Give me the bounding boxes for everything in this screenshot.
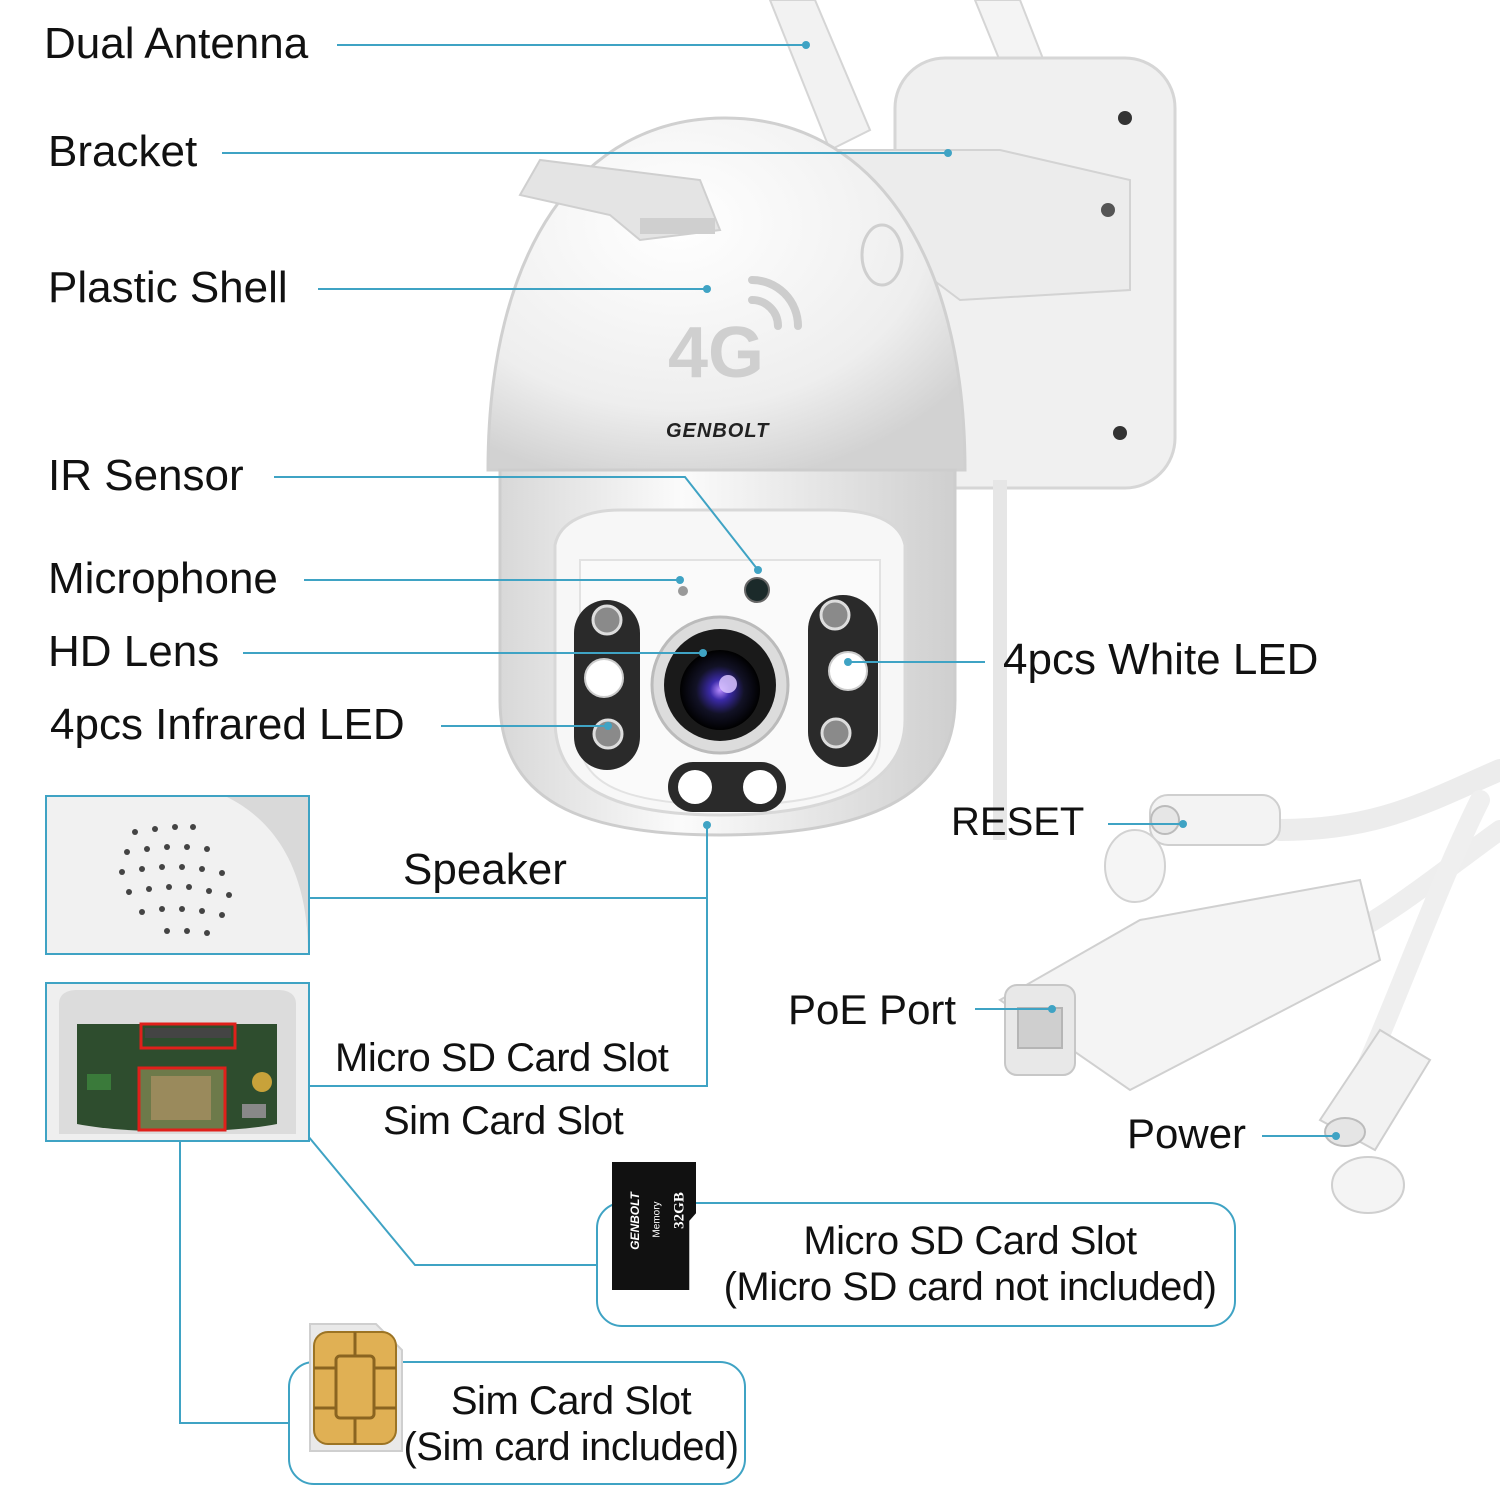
- label-micro-sd-slot: Micro SD Card Slot: [335, 1036, 669, 1080]
- micro-sd-callout-note: (Micro SD card not included): [723, 1265, 1217, 1309]
- sim-card-icon: [309, 1323, 403, 1452]
- label-poe-port: PoE Port: [788, 986, 957, 1033]
- leader-lines: [179, 44, 1336, 1424]
- led-strip-left: [574, 600, 640, 770]
- sim-callout-note: (Sim card included): [403, 1425, 739, 1469]
- label-sim-slot: Sim Card Slot: [383, 1099, 624, 1143]
- label-power: Power: [1127, 1110, 1247, 1157]
- plastic-shell: [486, 116, 967, 472]
- micro-sd-card-icon: GENBOLT Memory 32GB: [612, 1162, 696, 1290]
- sim-callout-title: Sim Card Slot: [450, 1379, 692, 1423]
- micro-sd-callout: [596, 1202, 1236, 1327]
- label-dual-antenna: Dual Antenna: [44, 19, 309, 68]
- sim-callout-text: Sim Card Slot (Sim card included): [400, 1378, 742, 1470]
- led-strip-bottom: [668, 762, 786, 812]
- sd-card-text: Memory: [651, 1201, 663, 1238]
- label-hd-lens: HD Lens: [48, 627, 220, 676]
- micro-sd-callout-text: Micro SD Card Slot (Micro SD card not in…: [700, 1218, 1240, 1310]
- label-infrared-led: 4pcs Infrared LED: [50, 700, 405, 749]
- signal-icon: [748, 276, 802, 330]
- card-slot-inset: [45, 982, 310, 1142]
- label-white-led: 4pcs White LED: [1003, 635, 1319, 684]
- poe-connector: [998, 878, 1382, 1092]
- power-connector: [1318, 1028, 1432, 1214]
- reset-connector: [1104, 794, 1281, 903]
- network-badge: 4G: [668, 313, 765, 393]
- microphone-hole: [678, 586, 688, 596]
- ir-sensor-dot: [744, 577, 770, 603]
- label-ir-sensor: IR Sensor: [48, 451, 244, 500]
- label-plastic-shell: Plastic Shell: [48, 263, 288, 312]
- hd-lens: [650, 615, 790, 755]
- brand-logo: GENBOLT: [666, 420, 770, 442]
- micro-sd-callout-title: Micro SD Card Slot: [803, 1219, 1137, 1263]
- speaker-inset: [45, 795, 310, 955]
- label-bracket: Bracket: [48, 127, 198, 176]
- circuit-board-icon: [59, 990, 296, 1134]
- label-reset: RESET: [951, 800, 1085, 844]
- led-strip-right: [808, 595, 878, 767]
- label-speaker: Speaker: [403, 845, 567, 894]
- sd-card-brand: GENBOLT: [628, 1192, 642, 1250]
- sd-card-capacity: 32GB: [671, 1192, 688, 1229]
- speaker-grille-icon: [119, 797, 308, 953]
- label-microphone: Microphone: [48, 554, 278, 603]
